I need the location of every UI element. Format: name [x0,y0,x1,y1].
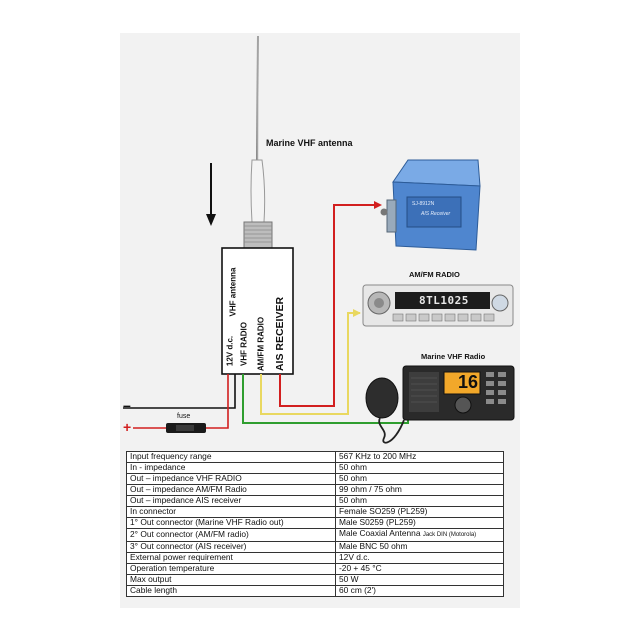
amfm-radio-label: AM/FM RADIO [409,270,460,279]
ais-receiver-device-icon [380,159,481,251]
box-vhf-antenna-label: VHF antenna [228,267,238,317]
arrow-down-icon [206,163,216,226]
splitter-box [221,247,294,375]
fuse-label: fuse [177,413,191,420]
red-wire [279,204,380,407]
box-amfm-radio-label: AM/FM RADIO [256,316,266,372]
table-row: 1° Out connector (Marine VHF Radio out)M… [126,517,504,529]
box-12v-label: 12V d.c. [225,335,235,367]
box-vhf-radio-label: VHF RADIO [239,322,249,366]
table-row: 3° Out connector (AIS receiver)Male BNC … [126,540,504,553]
ais-device-model-text: SJ-8912N [412,201,435,207]
table-row: Operation temperature-20 + 45 °C [126,562,504,575]
vhf-channel-display: 16 [458,372,479,392]
positive-terminal-label: + [123,419,132,435]
marine-vhf-radio-label: Marine VHF Radio [421,352,486,361]
marine-vhf-radio-icon [365,365,515,444]
antenna-icon [243,35,273,249]
power-negative-wire [123,374,236,409]
amfm-radio-icon [362,284,514,327]
ais-device-name-text: AIS Receiver [421,211,451,217]
yellow-wire [260,312,360,415]
radio-display-text: 8TL1025 [419,294,469,307]
wiring-diagram [123,35,515,444]
fuse-icon [166,423,206,433]
table-row: 2° Out connector (AM/FM radio)Male Coaxi… [126,528,504,542]
negative-terminal-label: – [123,397,131,413]
power-positive-wire [205,374,229,429]
antenna-label: Marine VHF antenna [266,138,353,148]
box-ais-receiver-label: AIS RECEIVER [274,296,286,372]
